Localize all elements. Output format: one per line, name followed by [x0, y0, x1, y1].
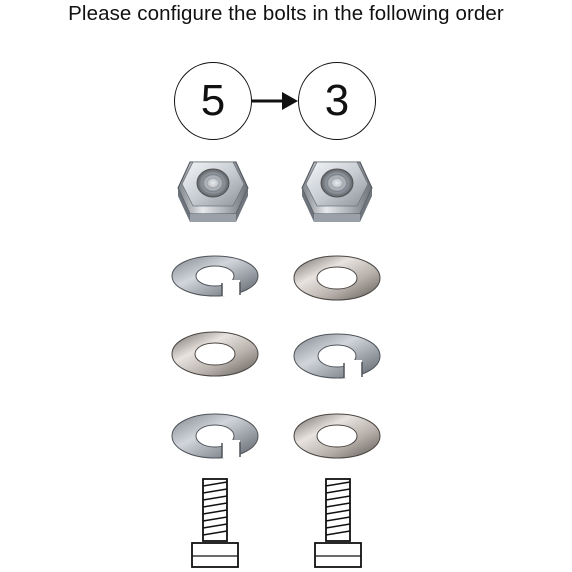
- bolt-icon[interactable]: [309, 476, 367, 568]
- hex-nut-icon[interactable]: [172, 154, 254, 228]
- flat-washer-icon[interactable]: [168, 328, 262, 380]
- flat-washer-icon[interactable]: [290, 252, 384, 304]
- order-circle-second[interactable]: 3: [298, 62, 376, 140]
- flat-washer-icon[interactable]: [290, 410, 384, 462]
- bolt-icon[interactable]: [186, 476, 244, 568]
- spring-lock-washer-icon[interactable]: [168, 410, 262, 462]
- order-circle-first[interactable]: 5: [174, 62, 252, 140]
- hex-nut-icon[interactable]: [296, 154, 378, 228]
- instruction-text: Please configure the bolts in the follow…: [68, 2, 504, 25]
- spring-lock-washer-icon[interactable]: [290, 330, 384, 382]
- arrow-right-icon: [252, 92, 298, 110]
- spring-lock-washer-icon[interactable]: [168, 252, 262, 300]
